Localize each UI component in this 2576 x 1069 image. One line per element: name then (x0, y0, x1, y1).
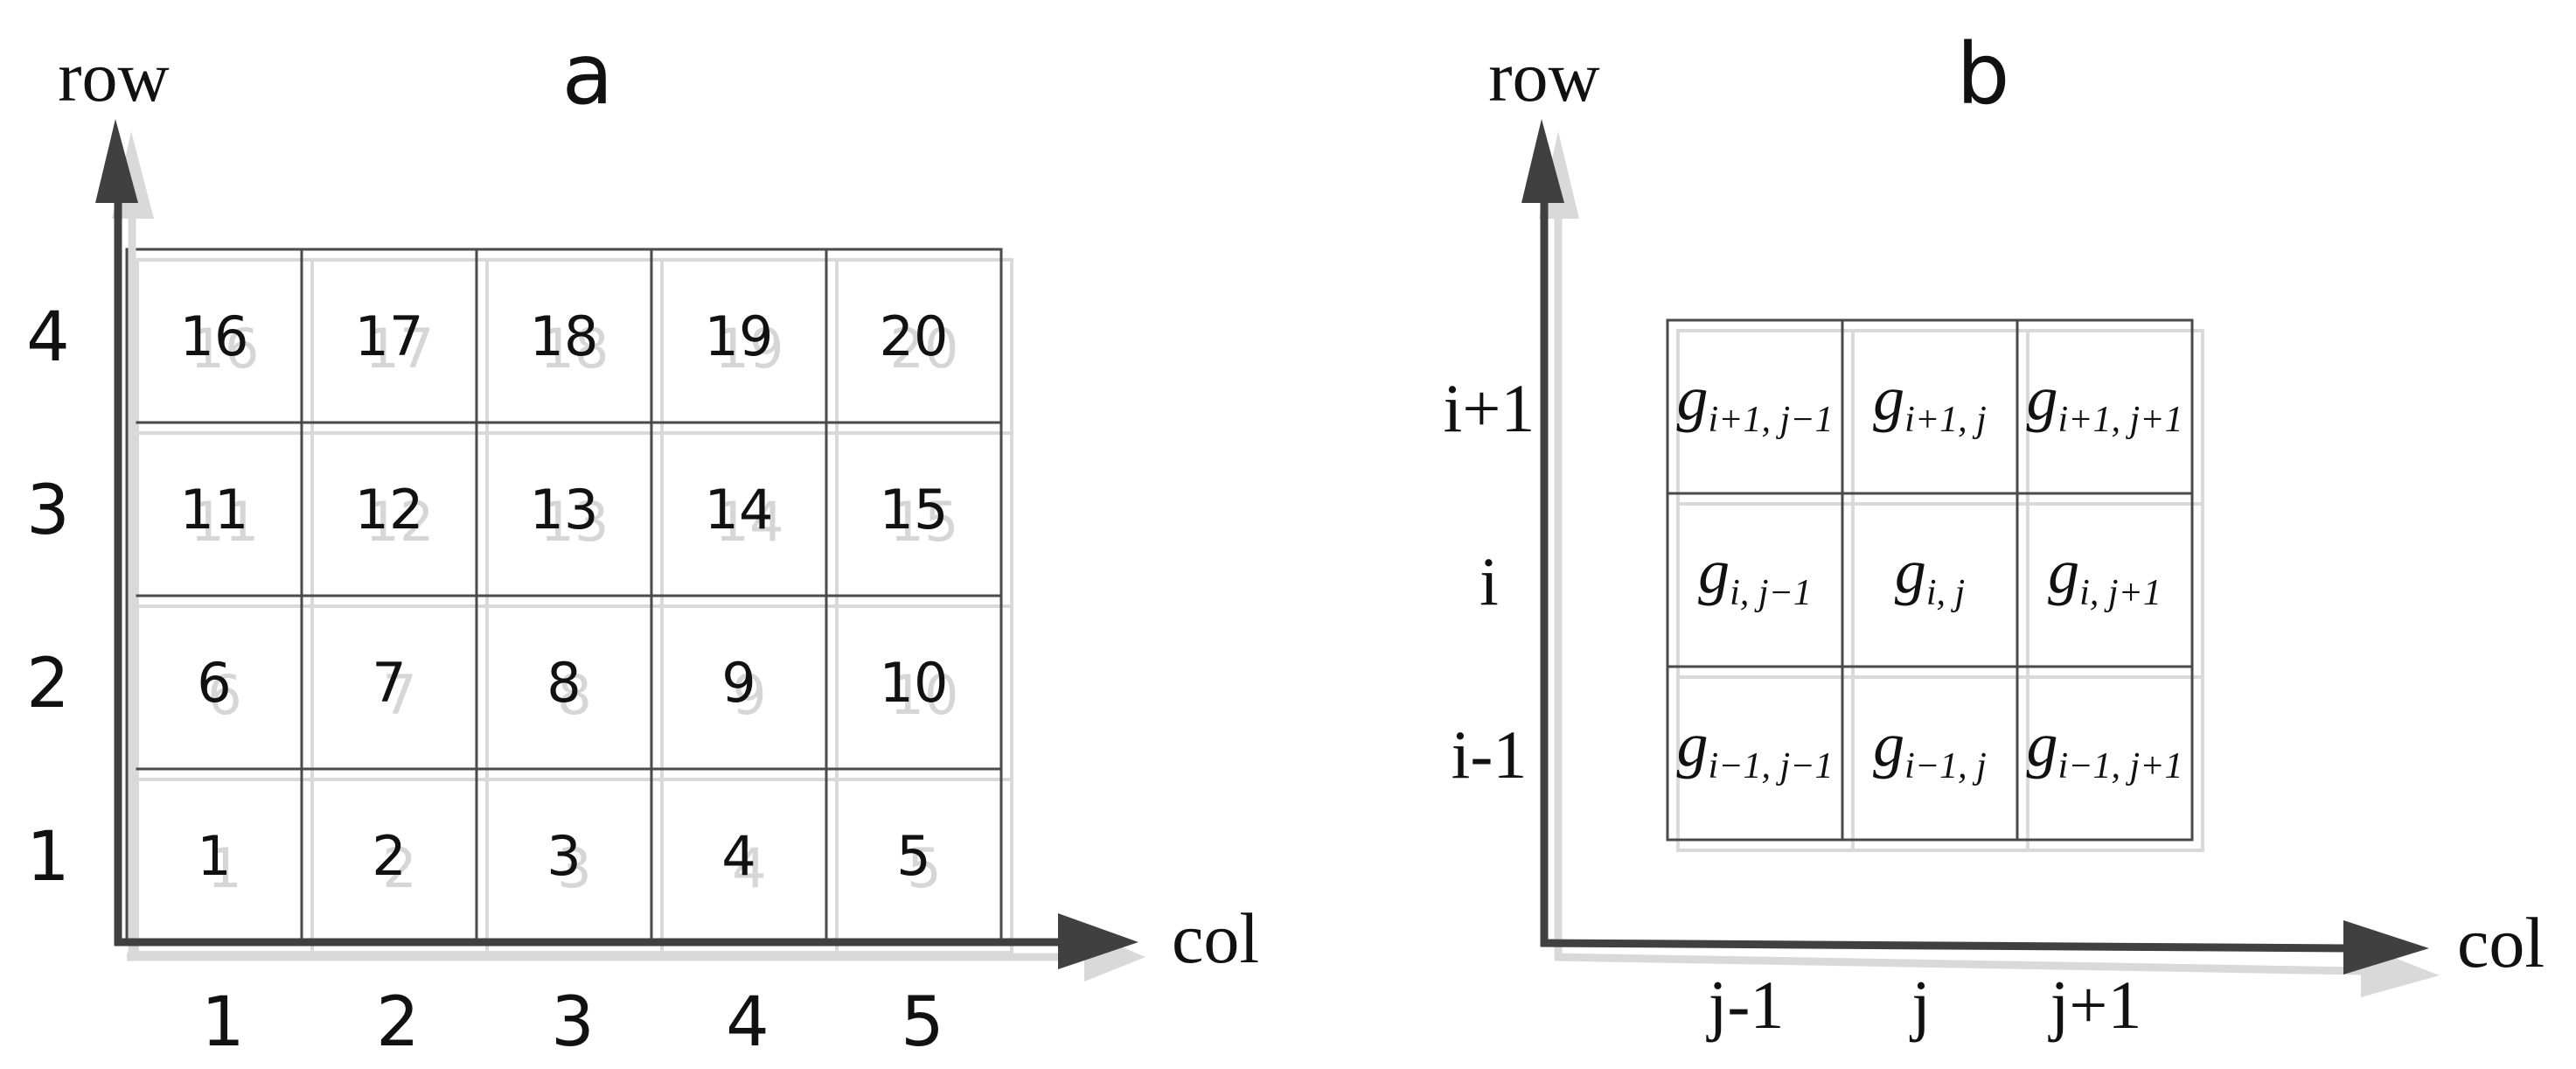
panel-a-x-arrowhead (1058, 913, 1138, 969)
panel-b-axes (1521, 119, 2429, 975)
panel-a-axes-shadow (112, 131, 1145, 982)
cell-number: 1 (197, 824, 231, 888)
cell-number-shadow: 11 (191, 490, 260, 554)
col-tick-label: j-1 (1706, 967, 1785, 1043)
cell-number: 3 (547, 824, 581, 888)
row-tick-label: 1 (26, 818, 70, 897)
cell-number: 8 (547, 651, 581, 715)
cell-number: 9 (721, 651, 755, 715)
cell-number-shadow: 6 (207, 663, 241, 727)
cell-number: 17 (355, 304, 424, 368)
row-tick-label: 4 (26, 298, 70, 377)
panel-b-title: b (1957, 25, 2010, 123)
cell-number-shadow: 18 (540, 317, 609, 381)
cell-number-shadow: 5 (907, 836, 941, 900)
cell-number-shadow: 8 (557, 663, 591, 727)
panel-b-x-arrowhead (2343, 920, 2429, 975)
cell-label: gi+1, j (1873, 363, 1987, 440)
col-tick-label: 2 (376, 983, 420, 1062)
cell-label: gi, j (1895, 536, 1965, 613)
cell-number: 11 (180, 478, 249, 541)
panel-a-x-axis-label: col (1172, 898, 1259, 978)
grid-cell-shadow (835, 778, 1013, 954)
cell-number-shadow: 17 (366, 317, 435, 381)
panel-a-col-labels: 1 2 3 4 5 (201, 983, 944, 1062)
cell-number-shadow: 1 (207, 836, 241, 900)
panel-a-y-axis-label: row (58, 37, 170, 116)
cell-number-shadow: 7 (382, 663, 416, 727)
cell-number: 7 (372, 651, 406, 715)
cell-number-shadow: 20 (890, 317, 959, 381)
cell-number-shadow: 13 (540, 490, 609, 554)
row-tick-label: i-1 (1452, 716, 1528, 793)
col-tick-label: 1 (201, 983, 245, 1062)
cell-label: gi, j+1 (2048, 536, 2162, 613)
panel-b-y-axis-label: row (1488, 37, 1600, 116)
cell-number-shadow: 4 (732, 836, 766, 900)
cell-number: 13 (530, 478, 599, 541)
panel-a-y-arrowhead (95, 119, 138, 203)
panel-b-col-labels: j-1 j j+1 (1706, 967, 2142, 1043)
grid-cell-shadow (2026, 675, 2204, 852)
panel-a-title: a (562, 25, 614, 123)
cell-label: gi−1, j−1 (1676, 709, 1833, 786)
panel-a-row-labels: 1 2 3 4 (26, 298, 70, 897)
cell-number: 14 (705, 478, 774, 541)
cell-number-shadow: 16 (191, 317, 260, 381)
cell-number: 10 (880, 651, 949, 715)
row-tick-label: i+1 (1444, 370, 1535, 446)
cell-label: gi−1, j (1873, 709, 1987, 786)
cell-number: 2 (372, 824, 406, 888)
col-tick-label: 5 (901, 983, 944, 1062)
cell-number: 20 (880, 304, 949, 368)
cell-number-shadow: 3 (557, 836, 591, 900)
cell-number-shadow: 9 (732, 663, 766, 727)
panel-b-axes-shadow (1539, 131, 2440, 997)
cell-label: gi−1, j+1 (2026, 709, 2183, 786)
col-tick-label: 3 (551, 983, 595, 1062)
cell-label: gi, j−1 (1698, 536, 1812, 613)
cell-label: gi+1, j−1 (1676, 363, 1833, 440)
cell-number-shadow: 14 (715, 490, 784, 554)
row-tick-label: 2 (26, 645, 70, 723)
cell-number-shadow: 19 (715, 317, 784, 381)
panel-b-grid (1666, 318, 2194, 842)
panel-b-row-labels: i+1 i i-1 (1444, 370, 1535, 793)
col-tick-label: j (1909, 967, 1931, 1043)
row-tick-label: i (1479, 543, 1499, 619)
col-tick-label: j+1 (2048, 967, 2142, 1043)
row-tick-label: 3 (26, 472, 70, 550)
cell-number-shadow: 2 (382, 836, 416, 900)
panel-b-x-axis (1540, 939, 2353, 953)
cell-number-shadow: 10 (890, 663, 959, 727)
col-tick-label: 4 (726, 983, 769, 1062)
panel-b-grid-shadow (1676, 329, 2204, 852)
cell-number: 18 (530, 304, 599, 368)
cell-number: 5 (896, 824, 930, 888)
cell-number: 16 (180, 304, 249, 368)
cell-number-shadow: 12 (366, 490, 435, 554)
cell-label: gi+1, j+1 (2026, 363, 2183, 440)
panel-a-axes (95, 119, 1138, 969)
grid-cell (2016, 665, 2194, 842)
cell-number: 4 (721, 824, 755, 888)
panel-a-grid-shadow (136, 258, 1013, 954)
cell-number: 12 (355, 478, 424, 541)
panel-b-cell-labels: gi+1, j−1 gi+1, j gi+1, j+1 gi, j−1 gi, j gi,… (1676, 363, 2183, 786)
cell-number: 6 (197, 651, 231, 715)
cell-number-shadow: 15 (890, 490, 959, 554)
cell-number: 19 (705, 304, 774, 368)
panel-b-y-arrowhead (1521, 119, 1564, 203)
cell-number: 15 (880, 478, 949, 541)
panel-b-x-axis-label: col (2457, 903, 2545, 982)
